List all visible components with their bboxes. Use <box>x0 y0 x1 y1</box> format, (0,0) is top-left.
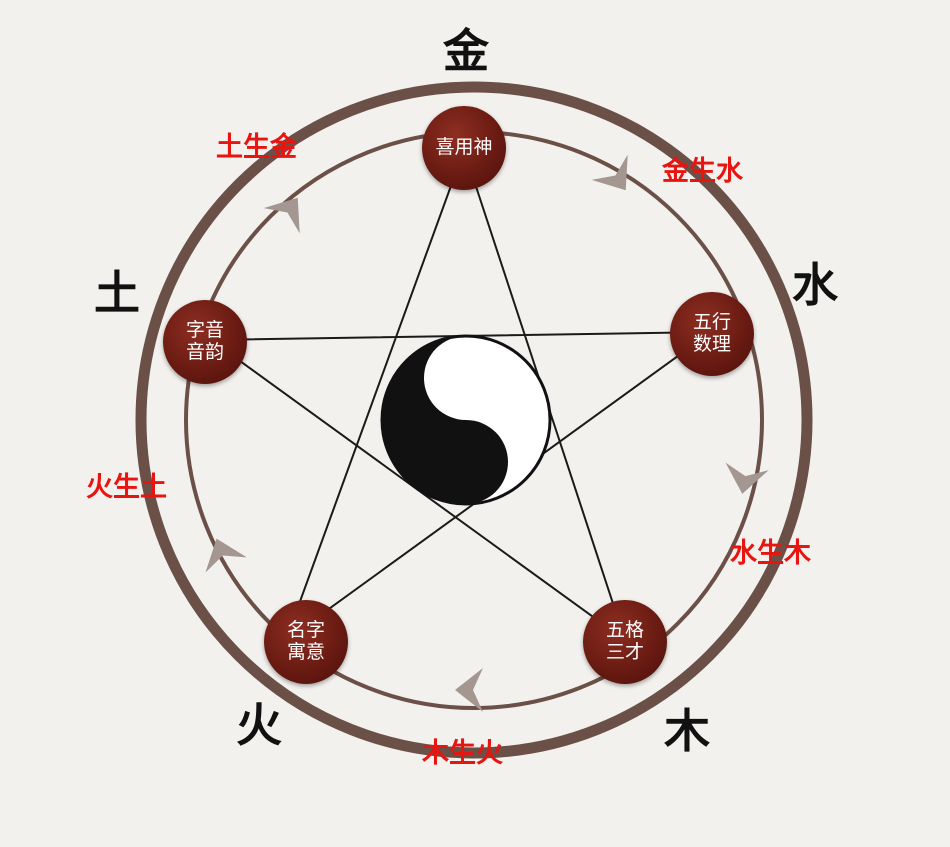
node-ziyin-yinyun: 字音 音韵 <box>163 300 247 384</box>
cycle-wood-fire: 木生火 <box>422 738 503 769</box>
node-xiyongshen: 喜用神 <box>422 106 506 190</box>
cycle-water-wood: 水生木 <box>730 538 811 569</box>
cycle-earth-metal: 土生金 <box>216 132 297 163</box>
arrow-metal-to-water-icon <box>591 154 628 191</box>
element-water: 水 <box>792 258 838 312</box>
node-mingzi-yuyi: 名字 寓意 <box>264 600 348 684</box>
cycle-fire-earth: 火生土 <box>86 472 167 503</box>
node-ziyin-yinyun-line2: 音韵 <box>185 341 224 363</box>
outer-ring <box>135 81 813 759</box>
node-ziyin-yinyun-line1: 字音 <box>185 319 224 342</box>
arrow-fire-to-earth-icon <box>205 538 247 573</box>
node-xiyongshen-line1: 喜用神 <box>435 136 493 159</box>
element-metal: 金 <box>443 24 489 78</box>
arrow-water-to-wood-icon <box>725 462 769 494</box>
cycle-metal-water: 金生水 <box>662 156 743 187</box>
node-wuge-sancai-line1: 五格 <box>605 619 644 642</box>
yin-yang-icon <box>380 334 552 506</box>
node-wuxing-shuli: 五行 数理 <box>670 292 754 376</box>
node-mingzi-yuyi-line1: 名字 <box>286 619 325 642</box>
node-wuge-sancai-line2: 三才 <box>605 641 644 663</box>
element-wood: 木 <box>664 704 710 758</box>
arrow-wood-to-fire-icon <box>455 668 483 712</box>
node-wuge-sancai: 五格 三才 <box>583 600 667 684</box>
element-fire: 火 <box>236 698 282 752</box>
element-earth: 土 <box>94 266 140 320</box>
node-wuxing-shuli-line1: 五行 <box>692 311 731 334</box>
node-wuxing-shuli-line2: 数理 <box>692 333 731 355</box>
node-mingzi-yuyi-line2: 寓意 <box>286 641 325 663</box>
arrow-earth-to-metal-icon <box>263 197 300 234</box>
